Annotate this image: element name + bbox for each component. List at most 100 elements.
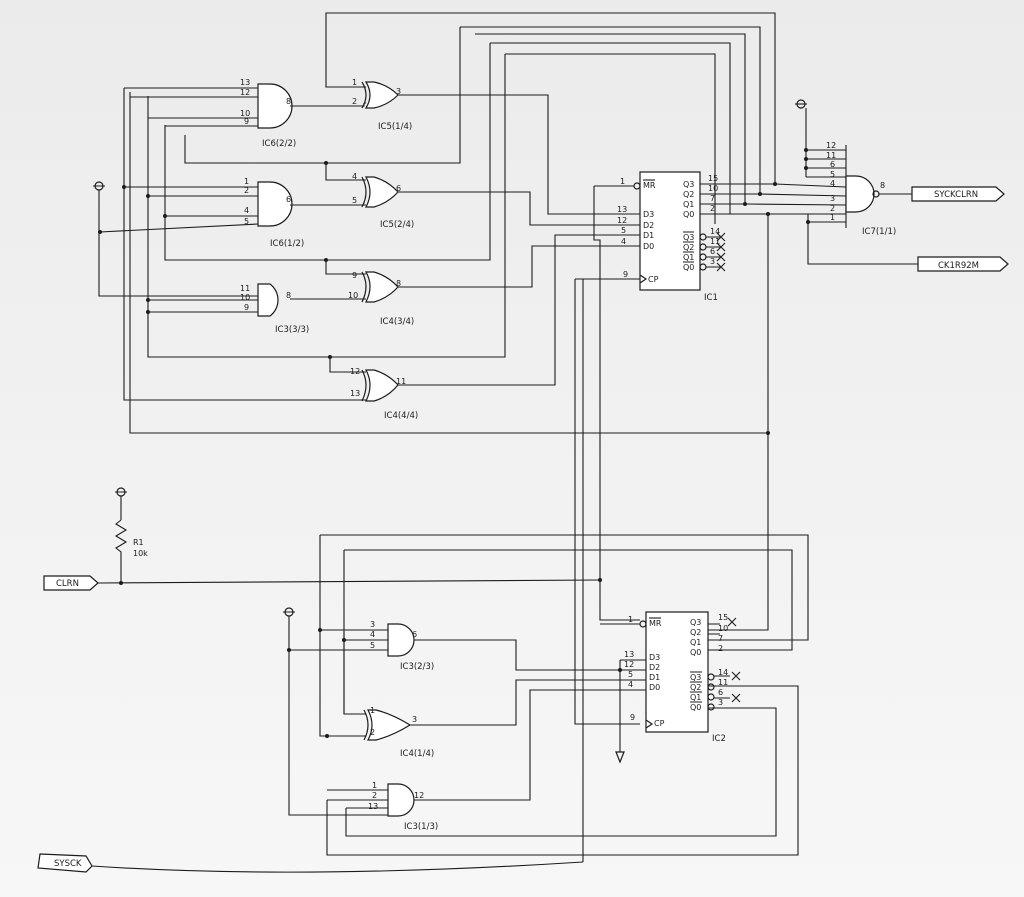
svg-text:11: 11 (826, 151, 836, 160)
svg-text:Q2: Q2 (690, 628, 701, 637)
svg-text:10: 10 (718, 624, 728, 633)
sysck-port: SYSCK (37, 853, 584, 873)
svg-text:3: 3 (412, 715, 417, 724)
svg-text:6: 6 (718, 688, 723, 697)
svg-text:Q2: Q2 (683, 243, 694, 252)
svg-text:12: 12 (617, 216, 627, 225)
svg-text:D0: D0 (643, 242, 654, 251)
svg-text:12: 12 (414, 791, 424, 800)
svg-text:D3: D3 (649, 653, 660, 662)
svg-text:2: 2 (244, 186, 249, 195)
svg-text:6: 6 (396, 184, 401, 193)
svg-text:Q0: Q0 (690, 648, 701, 657)
svg-text:1: 1 (244, 177, 249, 186)
svg-text:8: 8 (286, 97, 291, 106)
svg-text:7: 7 (710, 194, 715, 203)
svg-text:CLRN: CLRN (56, 579, 79, 589)
svg-text:12: 12 (240, 88, 250, 97)
ic3-1-label: IC3(1/3) (404, 822, 438, 832)
svg-text:4: 4 (244, 206, 249, 215)
svg-text:1: 1 (352, 78, 357, 87)
svg-text:9: 9 (623, 270, 628, 279)
ic4-4-xor-gate: 12 13 11 IC4(4/4) (350, 234, 594, 421)
svg-text:9: 9 (244, 117, 249, 126)
ic6-1-label: IC6(1/2) (270, 239, 304, 249)
ic4-3-xor-gate: 9 10 8 IC4(3/4) (348, 245, 594, 327)
ic5-1-label: IC5(1/4) (378, 122, 412, 132)
svg-text:8: 8 (396, 279, 401, 288)
svg-text:9: 9 (244, 303, 249, 312)
svg-text:1: 1 (370, 706, 375, 715)
svg-text:5: 5 (352, 196, 357, 205)
svg-text:4: 4 (352, 172, 357, 181)
svg-text:3: 3 (830, 194, 835, 203)
svg-text:3: 3 (718, 698, 723, 707)
svg-text:3: 3 (396, 87, 401, 96)
svg-text:MR: MR (643, 181, 656, 190)
svg-text:5: 5 (830, 170, 835, 179)
ic3-3-label: IC3(3/3) (275, 325, 309, 335)
svg-text:4: 4 (628, 680, 633, 689)
svg-text:2: 2 (710, 204, 715, 213)
clrn-port: CLRN (43, 575, 601, 591)
svg-text:14: 14 (718, 668, 728, 677)
ic1-label: IC1 (704, 293, 718, 303)
svg-text:8: 8 (286, 291, 291, 300)
svg-text:10: 10 (240, 109, 250, 118)
svg-text:13: 13 (624, 650, 634, 659)
svg-text:10: 10 (348, 291, 358, 300)
svg-text:12: 12 (826, 141, 836, 150)
svg-text:1: 1 (830, 213, 835, 222)
ic4-4-label: IC4(4/4) (384, 411, 418, 421)
ic4-3-label: IC4(3/4) (380, 317, 414, 327)
svg-text:Q3: Q3 (690, 618, 701, 627)
svg-text:D2: D2 (643, 221, 654, 230)
svg-text:Q3: Q3 (683, 233, 694, 242)
vcc-symbol-bottom (283, 607, 388, 816)
svg-text:R1: R1 (133, 538, 144, 547)
svg-text:5: 5 (621, 226, 626, 235)
svg-text:Q1: Q1 (690, 638, 701, 647)
svg-text:11: 11 (710, 237, 720, 246)
svg-text:CP: CP (648, 275, 659, 284)
ic2-label: IC2 (712, 734, 726, 744)
ic3-2-label: IC3(2/3) (400, 662, 434, 672)
junction-dots (98, 148, 810, 738)
svg-text:D3: D3 (643, 210, 654, 219)
svg-text:CP: CP (654, 719, 665, 728)
svg-text:3: 3 (370, 620, 375, 629)
ic5-2-label: IC5(2/4) (380, 220, 414, 230)
svg-text:13: 13 (617, 205, 627, 214)
ck1r92m-port: CK1R92M (917, 256, 1009, 272)
svg-text:MR: MR (649, 619, 662, 628)
bottom-feedback-wires (319, 433, 809, 856)
svg-text:11: 11 (718, 678, 728, 687)
svg-text:4: 4 (370, 630, 375, 639)
svg-text:7: 7 (718, 634, 723, 643)
svg-text:Q2: Q2 (683, 190, 694, 199)
svg-text:2: 2 (370, 728, 375, 737)
r1-resistor: R1 10k (114, 487, 148, 583)
svg-text:2: 2 (352, 97, 357, 106)
svg-text:6: 6 (710, 247, 715, 256)
ic3-3-and-gate: 11 10 9 8 IC3(3/3) (148, 283, 364, 335)
svg-text:Q3: Q3 (683, 180, 694, 189)
svg-text:Q0: Q0 (690, 703, 701, 712)
ic4-1-label: IC4(1/4) (400, 749, 434, 759)
svg-text:D0: D0 (649, 683, 660, 692)
ic3-2-and-gate: 3 4 5 6 IC3(2/3) (370, 620, 640, 672)
svg-text:D1: D1 (643, 231, 654, 240)
svg-text:Q3: Q3 (690, 673, 701, 682)
svg-text:6: 6 (412, 630, 417, 639)
ic1-control-wires (574, 186, 640, 862)
svg-text:2: 2 (830, 204, 835, 213)
ic6-1-and-gate: 1 2 4 5 6 IC6(1/2) (99, 177, 364, 249)
svg-text:Q0: Q0 (683, 263, 694, 272)
ic5-2-xor-gate: 4 5 6 IC5(2/4) (352, 172, 594, 230)
ic6-2-and-gate: 13 12 10 9 8 IC6(2/2) (123, 78, 365, 401)
svg-text:15: 15 (708, 174, 718, 183)
svg-text:5: 5 (628, 670, 633, 679)
svg-text:2: 2 (372, 791, 377, 800)
svg-text:4: 4 (621, 237, 626, 246)
